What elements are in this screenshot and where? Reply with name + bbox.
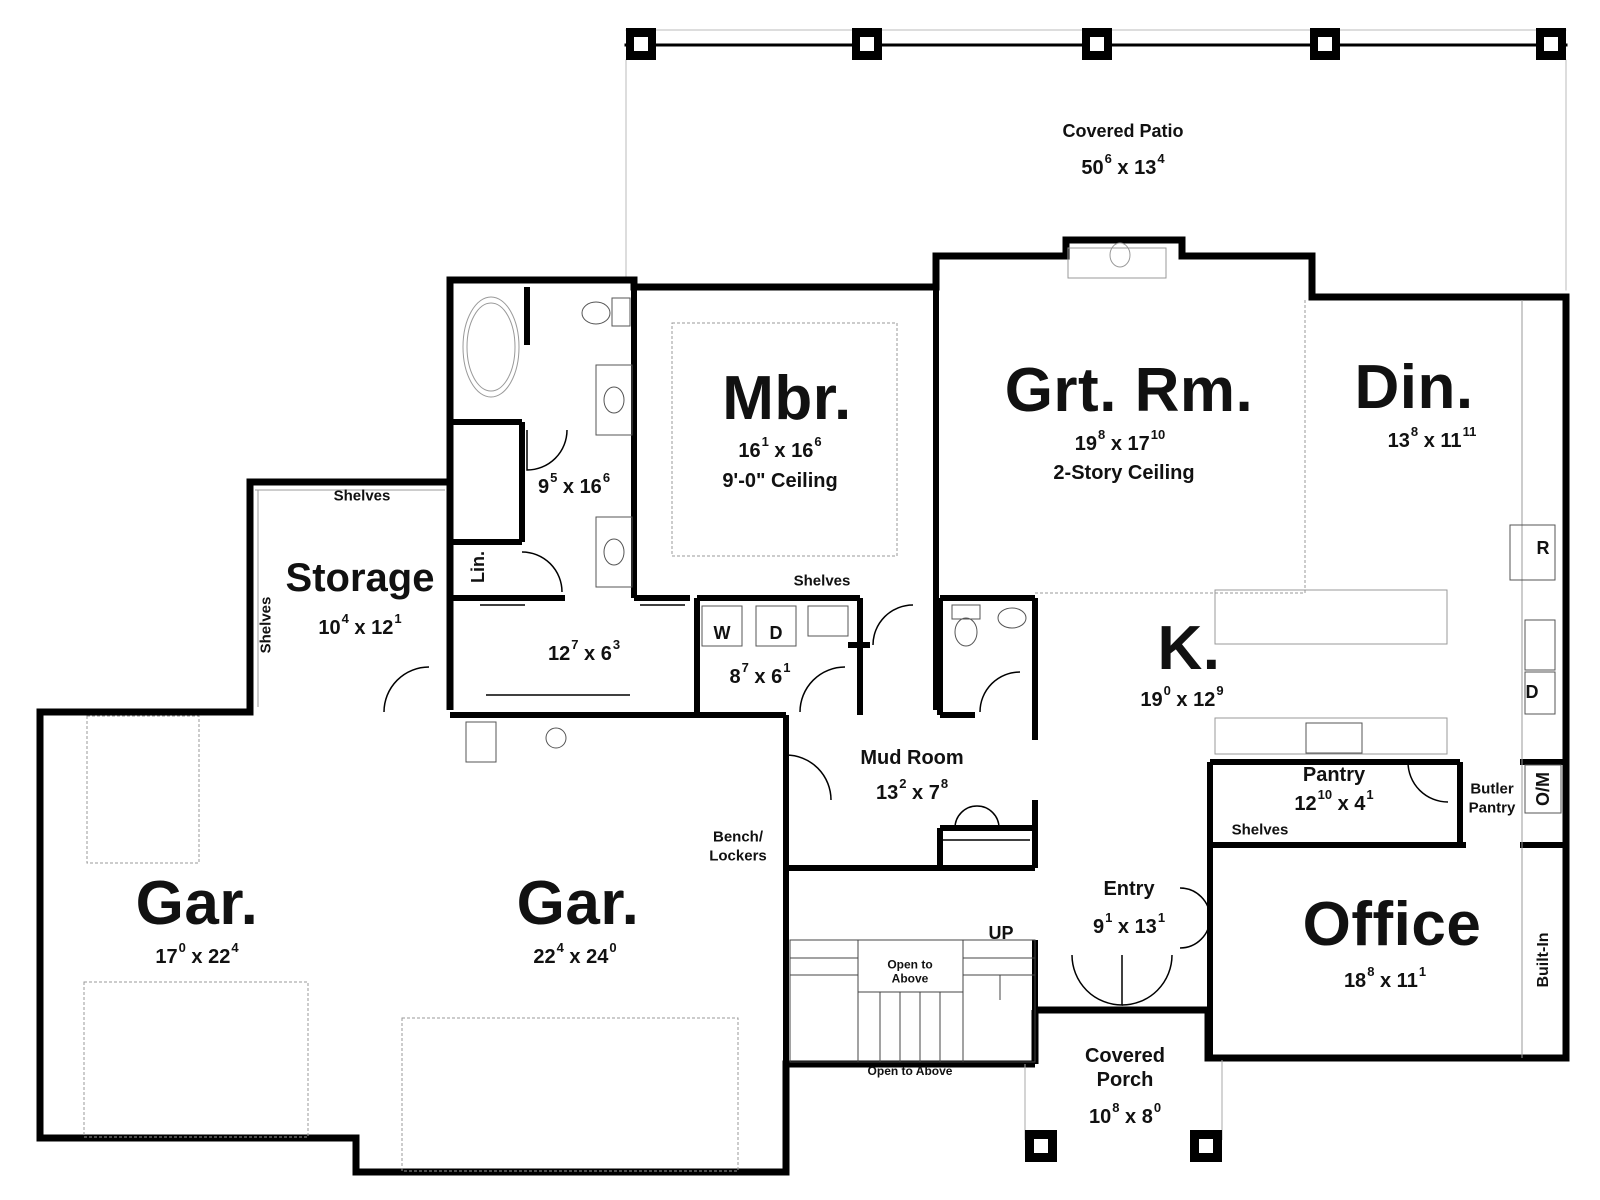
storage-shelves-side-label: Shelves — [257, 596, 275, 654]
pantry-name: Pantry — [1302, 764, 1366, 786]
gar2-dim: 224 x 240 — [533, 940, 617, 968]
dryer-label: D — [769, 623, 783, 643]
porch-dim: 108 x 80 — [1088, 1100, 1162, 1128]
laundry-shelves-label: Shelves — [793, 572, 851, 590]
entry-name: Entry — [1103, 878, 1155, 900]
kitchen-name: K. — [1157, 614, 1221, 683]
mudroom-name: Mud Room — [860, 747, 964, 769]
pantry-dim: 1210 x 41 — [1294, 787, 1374, 815]
closet-dim: 127 x 63 — [547, 637, 621, 665]
office-dim: 188 x 111 — [1343, 964, 1427, 992]
entry-dim: 91 x 131 — [1092, 910, 1166, 938]
patio-dim: 506 x 134 — [1081, 151, 1165, 179]
porch-name: Covered Porch — [1084, 1045, 1166, 1091]
grtrm-name: Grt. Rm. — [1004, 356, 1254, 425]
din-name: Din. — [1354, 353, 1474, 422]
storage-name: Storage — [285, 556, 435, 600]
storage-shelves-label: Shelves — [333, 487, 391, 505]
laundry-dim: 87 x 61 — [729, 660, 791, 688]
washer-label: W — [713, 623, 731, 643]
mudroom-dim: 132 x 78 — [875, 776, 949, 804]
pantry-shelves-label: Shelves — [1231, 821, 1289, 839]
fridge-label: R — [1536, 538, 1550, 558]
gar2-name: Gar. — [516, 869, 640, 938]
mbr-dim: 161 x 166 — [738, 434, 822, 462]
linen-label: Lin. — [468, 551, 488, 583]
dishwasher-label: D — [1525, 682, 1539, 702]
gar1-dim: 170 x 224 — [155, 940, 239, 968]
grtrm-ceiling: 2-Story Ceiling — [1053, 462, 1195, 484]
open-above-bottom-label: Open to Above — [867, 1064, 953, 1078]
kitchen-dim: 190 x 129 — [1140, 683, 1224, 711]
bath-dim: 95 x 166 — [537, 470, 611, 498]
mbr-name: Mbr. — [722, 364, 852, 433]
bench-label: Bench/ Lockers — [709, 828, 767, 864]
up-label: UP — [988, 923, 1014, 943]
open-above-label: Open to Above — [887, 957, 933, 986]
butler-pantry-label: Butler Pantry — [1468, 780, 1516, 816]
gar1-name: Gar. — [135, 869, 259, 938]
grtrm-dim: 198 x 1710 — [1074, 427, 1166, 455]
office-name: Office — [1302, 890, 1482, 959]
oven-label: O/M — [1533, 772, 1553, 806]
patio-posts — [626, 28, 1566, 60]
patio-name: Covered Patio — [1062, 121, 1184, 141]
builtin-label: Built-In — [1535, 932, 1552, 988]
din-dim: 138 x 1111 — [1387, 424, 1477, 452]
mbr-ceiling: 9'-0" Ceiling — [722, 470, 838, 492]
storage-dim: 104 x 121 — [318, 611, 402, 639]
